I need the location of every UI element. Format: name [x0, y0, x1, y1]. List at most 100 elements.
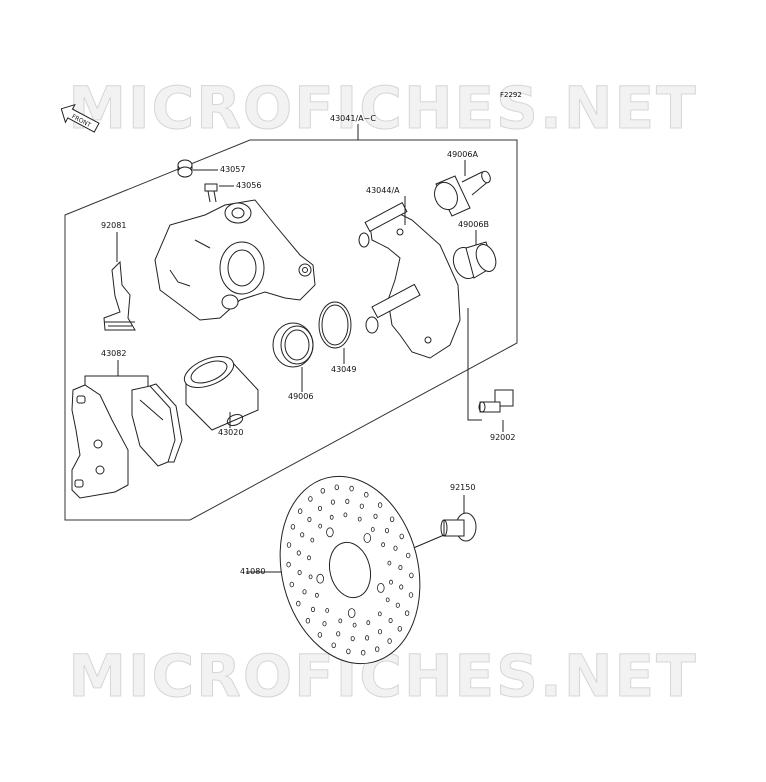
- disc-hole: [352, 622, 357, 628]
- disc-hole: [347, 608, 356, 618]
- disc-hole: [331, 642, 336, 649]
- brake-disc-part: [279, 475, 421, 665]
- label-43044: 43044/A: [366, 186, 400, 195]
- disc-hole: [387, 560, 392, 566]
- disc-hole: [286, 561, 291, 568]
- label-92150: 92150: [450, 483, 476, 492]
- disc-hole: [322, 621, 327, 627]
- label-49006a: 49006A: [447, 150, 478, 159]
- disc-hole: [307, 555, 311, 561]
- label-43049: 43049: [331, 365, 357, 374]
- pin-boot-a-part: [434, 170, 491, 217]
- caliper-assembly-outline: [64, 139, 518, 521]
- pin-boot-b-part: [452, 241, 497, 280]
- disc-hole: [320, 487, 325, 494]
- brake-pad-inner-part: [131, 383, 183, 467]
- disc-hole: [395, 602, 400, 608]
- disc-hole: [357, 516, 362, 522]
- disc-hole: [375, 646, 380, 652]
- caliper-body-part: [154, 199, 316, 321]
- disc-hole: [343, 512, 348, 518]
- disc-hole: [381, 542, 386, 548]
- disc-hole: [310, 537, 315, 543]
- disc-hole: [377, 583, 385, 593]
- disc-hole: [364, 491, 369, 498]
- disc-hole: [406, 552, 411, 559]
- disc-hole: [338, 618, 343, 624]
- disc-hole: [316, 573, 324, 584]
- disc-hole: [377, 629, 383, 635]
- label-43041: 43041/A~C: [330, 114, 376, 123]
- label-49006: 49006: [288, 392, 314, 401]
- disc-hole: [330, 499, 335, 505]
- disc-hole: [326, 527, 334, 538]
- disc-hole: [377, 502, 383, 508]
- disc-hole: [296, 550, 301, 556]
- disc-hole: [298, 508, 303, 515]
- disc-hole: [308, 574, 313, 580]
- pads-leader: [84, 375, 149, 390]
- disc-hole: [286, 542, 292, 548]
- disc-hole: [289, 581, 294, 588]
- bleed-cap-part: [177, 159, 193, 178]
- disc-hole: [398, 564, 403, 571]
- disc-hole: [318, 523, 323, 529]
- label-43056: 43056: [236, 181, 262, 190]
- disc-bolt-part: [440, 512, 477, 542]
- pad-spring-part: [103, 260, 136, 331]
- disc-hole: [308, 496, 313, 502]
- disc-hole: [302, 589, 307, 595]
- disc-hole: [345, 498, 350, 504]
- disc-hole: [409, 572, 414, 579]
- front-arrow-icon: FRONT: [60, 103, 100, 133]
- disc-hole: [399, 533, 404, 540]
- disc-hole: [297, 569, 302, 576]
- disc-hole: [317, 632, 323, 638]
- dust-seal-part: [318, 301, 352, 349]
- disc-hole: [399, 584, 404, 590]
- disc-hole: [365, 635, 370, 641]
- disc-hole: [373, 513, 378, 519]
- disc-hole: [307, 516, 312, 523]
- caliper-piston-part: [183, 356, 259, 431]
- disc-hole: [397, 625, 402, 632]
- piston-seal-part: [272, 322, 314, 368]
- disc-hole: [377, 611, 382, 617]
- disc-hole: [314, 592, 319, 598]
- label-92002: 92002: [490, 433, 516, 442]
- disc-hole: [366, 620, 371, 626]
- brake-pad-outer-part: [71, 384, 129, 499]
- disc-hole: [300, 532, 305, 538]
- disc-hole: [389, 516, 395, 523]
- caliper-bracket-part: [358, 202, 461, 359]
- disc-hole: [359, 503, 364, 509]
- watermark-top: MICROFICHES.NET: [68, 74, 698, 143]
- disc-hole: [350, 635, 355, 642]
- disc-hole: [310, 606, 316, 613]
- bolt-92002-part: [478, 389, 514, 413]
- disc-hole: [387, 638, 392, 644]
- disc-hole: [408, 592, 414, 598]
- disc-hole: [334, 484, 339, 491]
- disc-hole: [393, 545, 398, 551]
- disc-hole: [349, 485, 354, 492]
- disc-hole: [361, 649, 366, 656]
- disc-hole: [384, 527, 390, 534]
- disc-hole: [389, 579, 393, 585]
- disc-hole: [363, 533, 372, 543]
- disc-hole: [325, 608, 330, 613]
- disc-hole: [388, 617, 393, 624]
- bleed-valve-part: [204, 183, 218, 203]
- label-43020: 43020: [218, 428, 244, 437]
- label-41080: 41080: [240, 567, 266, 576]
- disc-hole: [346, 648, 351, 655]
- disc-hole: [317, 505, 323, 511]
- disc-hole: [305, 617, 311, 624]
- disc-hole: [404, 610, 410, 616]
- disc-hole: [385, 597, 390, 603]
- label-49006b: 49006B: [458, 220, 489, 229]
- disc-hole: [370, 527, 375, 532]
- disc-hole: [296, 600, 301, 607]
